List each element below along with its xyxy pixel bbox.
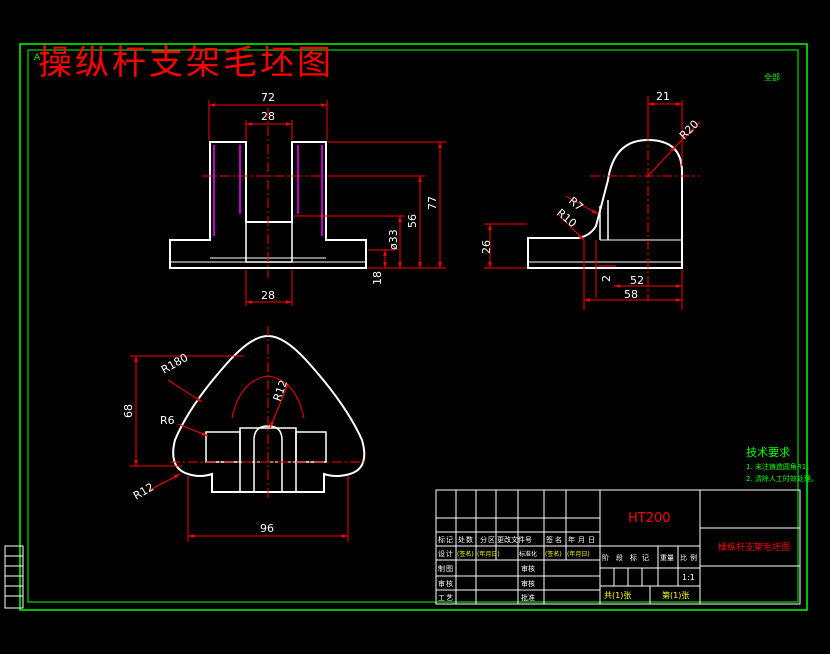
tb-h-11: 日 — [588, 536, 595, 544]
tb-d-6: (年月日) — [567, 550, 590, 558]
tb-d-0: 设 — [438, 549, 445, 558]
sheets-total: 共(1)张 — [604, 591, 631, 600]
tb-d-5: (签名) — [545, 550, 562, 558]
top-view-dims — [130, 355, 349, 542]
dim-28-top: 28 — [261, 110, 275, 123]
dim-hole-diameter: ø33 — [387, 229, 400, 250]
side-view — [527, 138, 683, 269]
tb-h-2: 处 — [458, 535, 465, 544]
tb-s-5: 比 — [680, 553, 687, 562]
dim-52: 52 — [630, 274, 644, 287]
dim-77: 77 — [426, 196, 439, 210]
material: HT200 — [628, 511, 671, 526]
dim-26: 26 — [480, 240, 493, 254]
tb-m-2: 批准 — [521, 593, 535, 602]
tb-m-1: 审核 — [521, 579, 535, 588]
dim-58: 58 — [624, 288, 638, 301]
inner-frame — [27, 49, 799, 603]
tb-h-1: 记 — [446, 536, 453, 544]
drawing-title: 操纵杆支架毛坯图 — [38, 43, 334, 83]
front-view-dims — [208, 100, 446, 306]
tb-r-1: 核 — [446, 579, 453, 588]
dim-r12-corner: R12 — [131, 481, 156, 503]
left-scale-bar — [4, 545, 24, 609]
tb-h-9: 年 — [568, 535, 575, 544]
front-view-hidden — [213, 145, 323, 236]
tb-s-3: 记 — [642, 554, 649, 562]
tb-d-2: (签名) — [457, 550, 474, 558]
tech-requirements: 技术要求 1. 未注铸造圆角R1。 2. 清除人工时效处理。 — [746, 446, 818, 483]
tech-item-1: 1. 未注铸造圆角R1。 — [746, 462, 813, 471]
tb-h-3: 数 — [466, 535, 473, 544]
tb-d-3: (年月日) — [477, 550, 500, 558]
dim-56: 56 — [406, 214, 419, 228]
tb-m-0: 审核 — [521, 564, 535, 573]
tech-title: 技术要求 — [746, 446, 790, 459]
dim-18: 18 — [371, 271, 384, 285]
tb-s-4: 重量 — [660, 554, 674, 562]
top-view — [172, 334, 366, 493]
tb-p-0: 工 — [438, 594, 445, 602]
dim-72: 72 — [261, 91, 275, 104]
tb-d-1: 计 — [446, 549, 453, 558]
front-view-dim-text: 72 28 77 56 ø33 18 28 — [261, 91, 439, 302]
tb-h-10: 月 — [578, 536, 585, 544]
top-view-centerlines — [170, 326, 366, 500]
tb-s-6: 例 — [690, 553, 697, 562]
tb-h-0: 标 — [438, 535, 445, 544]
title-block-lines — [435, 489, 801, 605]
tech-item-2: 2. 清除人工时效处理。 — [746, 474, 818, 483]
tb-c-0: 制 — [438, 564, 445, 573]
title-prefix: A — [34, 53, 41, 63]
tb-s-1: 段 — [616, 553, 623, 562]
front-view-centerlines — [202, 108, 334, 278]
outer-frame — [19, 43, 808, 611]
tb-c-1: 图 — [446, 565, 453, 573]
tb-h-6: 更改文件号 — [497, 535, 532, 544]
dim-2: 2 — [600, 275, 613, 282]
roughness-note: 全部 — [764, 72, 780, 82]
tb-r-0: 审 — [438, 579, 445, 588]
dim-r6: R6 — [160, 414, 175, 427]
part-name: 操纵杆支架毛坯图 — [718, 541, 790, 553]
scale: 1:1 — [682, 573, 695, 582]
tb-s-2: 标 — [630, 553, 637, 562]
tb-h-8: 名 — [555, 535, 562, 544]
dim-r180: R180 — [159, 351, 190, 377]
side-view-centerlines — [590, 96, 700, 300]
tb-h-7: 签 — [546, 535, 553, 544]
tb-h-5: 区 — [488, 536, 495, 544]
dim-r20: R20 — [677, 118, 701, 142]
tb-s-0: 阶 — [602, 553, 609, 562]
title-block-text: HT200 操纵杆支架毛坯图 1:1 共(1)张 第(1)张 标 记 处 数 分… — [438, 511, 790, 602]
side-view-dims — [484, 100, 701, 310]
dim-68: 68 — [122, 404, 135, 418]
dim-21: 21 — [656, 90, 670, 103]
dim-28-bottom: 28 — [261, 289, 275, 302]
tb-d-4: 标准化 — [519, 550, 537, 558]
tb-h-4: 分 — [480, 535, 487, 544]
dim-96: 96 — [260, 522, 274, 535]
sheet-no: 第(1)张 — [662, 590, 689, 600]
dim-r12-inner: R12 — [271, 378, 291, 403]
tb-p-1: 艺 — [446, 594, 453, 602]
side-view-dim-text: 21 R20 R7 R10 26 52 58 2 — [480, 90, 701, 301]
